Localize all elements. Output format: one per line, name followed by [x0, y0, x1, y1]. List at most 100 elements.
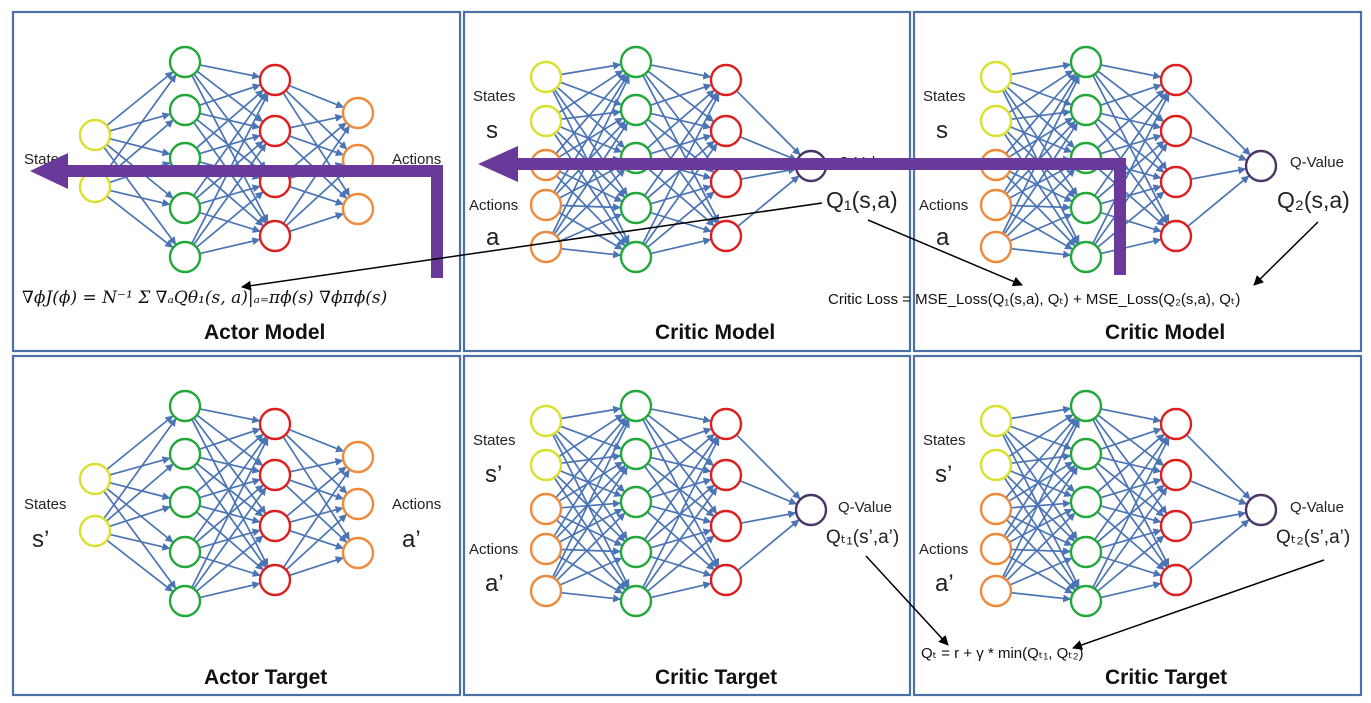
connection-edge: [558, 555, 623, 594]
connection-edge: [558, 414, 624, 458]
connection-edge: [192, 92, 267, 197]
connection-edge: [1100, 237, 1162, 255]
connection-edge: [740, 510, 797, 525]
connection-edge: [560, 499, 621, 509]
action-neuron: [979, 188, 1013, 222]
action-neuron: [341, 96, 375, 130]
actor-model-edges: [103, 64, 351, 255]
connection-edge: [199, 237, 261, 255]
action-neuron: [529, 574, 563, 608]
connection-edge: [285, 514, 347, 571]
connection-edge: [1099, 83, 1162, 107]
connection-edge: [556, 86, 625, 148]
connection-edge: [106, 71, 174, 127]
critic-target-2-state-symbol: s’: [935, 461, 952, 488]
connection-edge: [103, 74, 177, 176]
hidden1-neuron: [1069, 437, 1103, 471]
connection-edge: [1093, 92, 1168, 197]
connection-edge: [103, 146, 177, 245]
connection-edge: [285, 466, 347, 518]
action-neuron: [979, 492, 1013, 526]
actor-gradient-flow-arrowhead: [30, 153, 68, 189]
critic-model-1-title: Critic Model: [655, 321, 775, 344]
connection-edge: [282, 436, 351, 541]
connection-edge: [285, 89, 348, 150]
connection-edge: [1100, 64, 1162, 80]
state-neuron: [979, 60, 1013, 94]
action-neuron: [529, 188, 563, 222]
connection-edge: [559, 213, 623, 242]
actor-target-input-symbol: s’: [32, 526, 49, 553]
critic-2-output-label: Q-Value: [1290, 154, 1344, 171]
connection-edge: [1009, 213, 1073, 242]
connection-edge: [558, 164, 623, 199]
hidden1-neuron: [168, 584, 202, 618]
hidden1-neuron: [619, 93, 653, 127]
action-neuron: [529, 532, 563, 566]
hidden1-neuron: [168, 45, 202, 79]
connection-edge: [1010, 547, 1071, 556]
connection-edge: [193, 143, 267, 246]
q1-to-actor-gradient-arrow: [241, 202, 823, 291]
hidden2-neuron: [709, 114, 743, 148]
state-neuron: [529, 448, 563, 482]
critic-target-2-nodes: [979, 389, 1278, 618]
connection-edge: [650, 64, 712, 80]
connection-edge: [1010, 499, 1071, 509]
hidden1-neuron: [1069, 584, 1103, 618]
connection-edge: [191, 437, 269, 588]
hidden1-neuron: [168, 485, 202, 519]
connection-edge: [644, 73, 718, 170]
connection-edge: [289, 212, 344, 233]
hidden1-neuron: [619, 535, 653, 569]
critic-2-action-label: Actions: [919, 197, 968, 214]
connection-edge: [1010, 591, 1072, 603]
connection-edge: [644, 487, 718, 590]
connection-edge: [560, 547, 621, 556]
hidden1-neuron: [168, 437, 202, 471]
connection-edge: [193, 487, 267, 590]
connection-edge: [1096, 191, 1165, 249]
hidden1-neuron: [168, 191, 202, 225]
connection-edge: [1189, 479, 1248, 505]
critic-target-1-state-label: States: [473, 432, 516, 449]
connection-edge: [1092, 437, 1170, 588]
connection-edge: [199, 408, 261, 424]
connection-edge: [288, 479, 344, 501]
connection-edge: [1185, 90, 1251, 156]
connection-edge: [1189, 135, 1248, 161]
actor-model-title: Actor Model: [204, 321, 325, 344]
connection-edge: [109, 112, 171, 132]
connection-edge: [739, 479, 798, 505]
panel-actor-target: [11, 354, 462, 697]
connection-edge: [1094, 417, 1168, 515]
connection-edge: [195, 191, 264, 249]
panel-critic-model-1: [462, 10, 912, 353]
action-neuron: [529, 230, 563, 264]
hidden2-neuron: [1159, 563, 1193, 597]
hidden2-neuron: [709, 165, 743, 199]
panel-critic-target-2: [912, 354, 1363, 697]
connection-edge: [737, 519, 800, 572]
critic-target-2-output-label: Q-Value: [1290, 499, 1344, 516]
state-neuron: [529, 404, 563, 438]
hidden2-neuron: [1159, 114, 1193, 148]
hidden1-neuron: [619, 240, 653, 274]
connection-edge: [1008, 211, 1073, 250]
connection-edge: [555, 417, 627, 499]
hidden2-neuron: [1159, 219, 1193, 253]
connection-edge: [289, 506, 344, 524]
hidden1-neuron: [168, 389, 202, 423]
actor-model-nodes: [78, 45, 375, 274]
qt2-to-target-q-arrow: [1072, 559, 1325, 650]
connection-edge: [198, 427, 261, 451]
connection-edge: [1100, 555, 1162, 577]
connection-edge: [285, 170, 347, 227]
hidden2-neuron: [1159, 63, 1193, 97]
critic-gradient-flow-arrowhead: [478, 146, 518, 182]
hidden1-neuron: [168, 240, 202, 274]
actor-target-output-label: Actions: [392, 496, 441, 513]
hidden1-neuron: [1069, 191, 1103, 225]
connection-edge: [1005, 417, 1077, 499]
connection-edge: [285, 433, 348, 494]
